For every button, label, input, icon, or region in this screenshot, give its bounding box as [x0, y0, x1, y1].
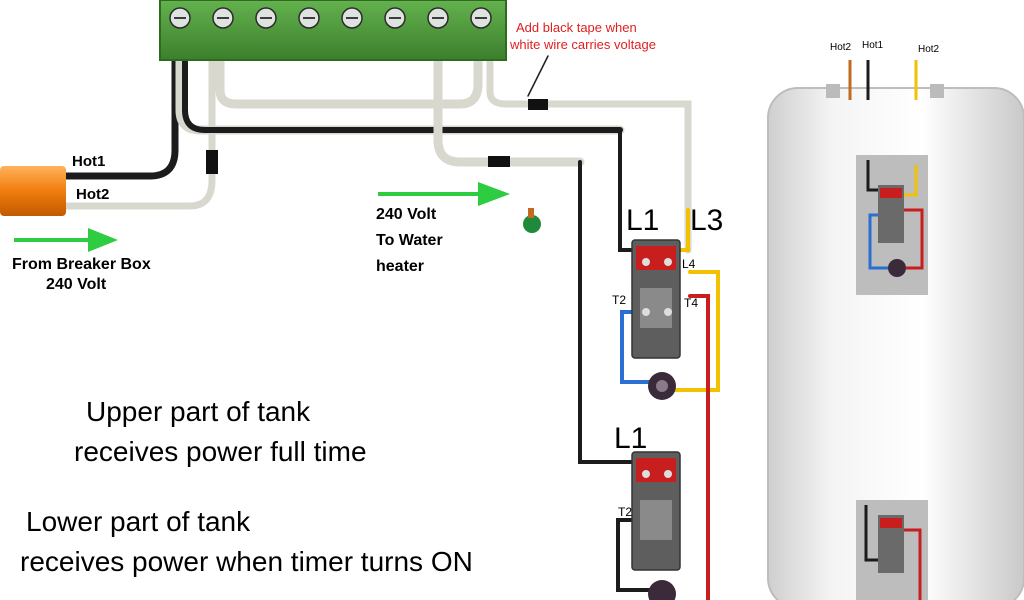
t4-label: T4 — [684, 296, 699, 310]
tape-note-line2: white wire carries voltage — [510, 37, 656, 52]
hot1-label: Hot1 — [72, 153, 106, 170]
upper-part-subtitle: receives power full time — [74, 436, 367, 467]
from-breaker-label: From Breaker Box — [12, 256, 151, 273]
upper-heating-element — [648, 372, 676, 400]
upper-part-title: Upper part of tank — [86, 396, 311, 427]
tank-hot1-label: Hot1 — [862, 40, 884, 51]
cables — [56, 55, 720, 600]
l1-lower-label: L1 — [614, 422, 648, 455]
t2-lower-label: T2 — [618, 505, 633, 519]
hot2-label: Hot2 — [76, 186, 110, 203]
lower-part-subtitle: receives power when timer turns ON — [20, 546, 473, 577]
volt-label-line2: To Water — [376, 232, 443, 249]
l3-label: L3 — [690, 204, 724, 237]
l4-label: L4 — [682, 257, 696, 271]
volt-label-line3: heater — [376, 258, 425, 275]
water-heater-tank — [767, 60, 1024, 600]
tape-note-line1: Add black tape when — [516, 20, 637, 35]
terminal-block — [159, 0, 507, 61]
arrow-icon-heater — [378, 182, 510, 206]
t2-upper-label: T2 — [612, 293, 627, 307]
l1-upper-label: L1 — [626, 204, 660, 237]
conduit — [0, 166, 66, 216]
lower-heating-element — [648, 580, 676, 600]
tank-hot2-left-label: Hot2 — [830, 42, 852, 53]
arrow-icon-breaker — [14, 228, 118, 252]
upper-thermostat — [631, 239, 681, 359]
from-breaker-voltage: 240 Volt — [46, 276, 107, 293]
tank-hot2-right-label: Hot2 — [918, 44, 940, 55]
wire-nut-icon — [523, 208, 541, 233]
volt-label-line1: 240 Volt — [376, 206, 437, 223]
lower-thermostat — [631, 451, 681, 571]
lower-part-title: Lower part of tank — [26, 506, 251, 537]
